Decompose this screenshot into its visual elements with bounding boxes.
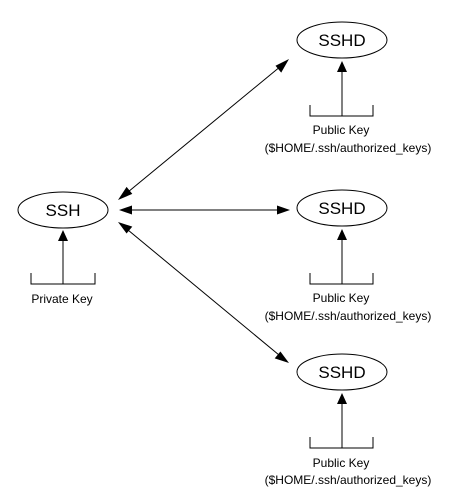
public-key-bracket bbox=[309, 105, 374, 117]
arrowhead-icon bbox=[337, 61, 347, 72]
authorized-keys-path: ($HOME/.ssh/authorized_keys) bbox=[265, 309, 432, 323]
sshd-label: SSHD bbox=[318, 31, 365, 50]
sshd-server-2: SSHD Public Key ($HOME/.ssh/authorized_k… bbox=[265, 189, 432, 323]
sshd-label: SSHD bbox=[318, 363, 365, 382]
sshd-ellipse bbox=[296, 189, 388, 227]
arrowhead-icon bbox=[118, 186, 133, 200]
arrowhead-icon bbox=[119, 205, 132, 215]
public-key-label: Public Key bbox=[313, 291, 370, 305]
arrowhead-icon bbox=[118, 222, 133, 234]
public-key-bracket bbox=[309, 437, 374, 449]
connection-ssh-to-sshd-3 bbox=[118, 222, 289, 363]
sshd-ellipse bbox=[296, 21, 388, 59]
sshd-server-1: SSHD Public Key ($HOME/.ssh/authorized_k… bbox=[265, 21, 432, 155]
connection-ssh-to-sshd-1 bbox=[118, 59, 289, 200]
arrowhead-icon bbox=[337, 229, 347, 240]
arrowhead-icon bbox=[275, 59, 289, 73]
authorized-keys-path: ($HOME/.ssh/authorized_keys) bbox=[265, 141, 432, 155]
arrowhead-icon bbox=[277, 205, 290, 215]
sshd-server-3: SSHD Public Key ($HOME/.ssh/authorized_k… bbox=[265, 353, 432, 487]
arrowhead-icon bbox=[337, 393, 347, 404]
connection-ssh-to-sshd-2 bbox=[119, 205, 290, 215]
private-key-label: Private Key bbox=[31, 292, 92, 306]
public-key-bracket bbox=[309, 273, 374, 285]
ssh-ellipse bbox=[17, 191, 109, 229]
sshd-ellipse bbox=[296, 353, 388, 391]
sshd-label: SSHD bbox=[318, 199, 365, 218]
public-key-label: Public Key bbox=[313, 123, 370, 137]
arrowhead-icon bbox=[58, 230, 68, 241]
private-key-bracket bbox=[30, 273, 96, 285]
authorized-keys-path: ($HOME/.ssh/authorized_keys) bbox=[265, 473, 432, 487]
ssh-label: SSH bbox=[46, 201, 81, 220]
public-key-label: Public Key bbox=[313, 456, 370, 470]
arrowhead-icon bbox=[274, 351, 289, 363]
ssh-client-node: SSH Private Key bbox=[17, 191, 109, 306]
